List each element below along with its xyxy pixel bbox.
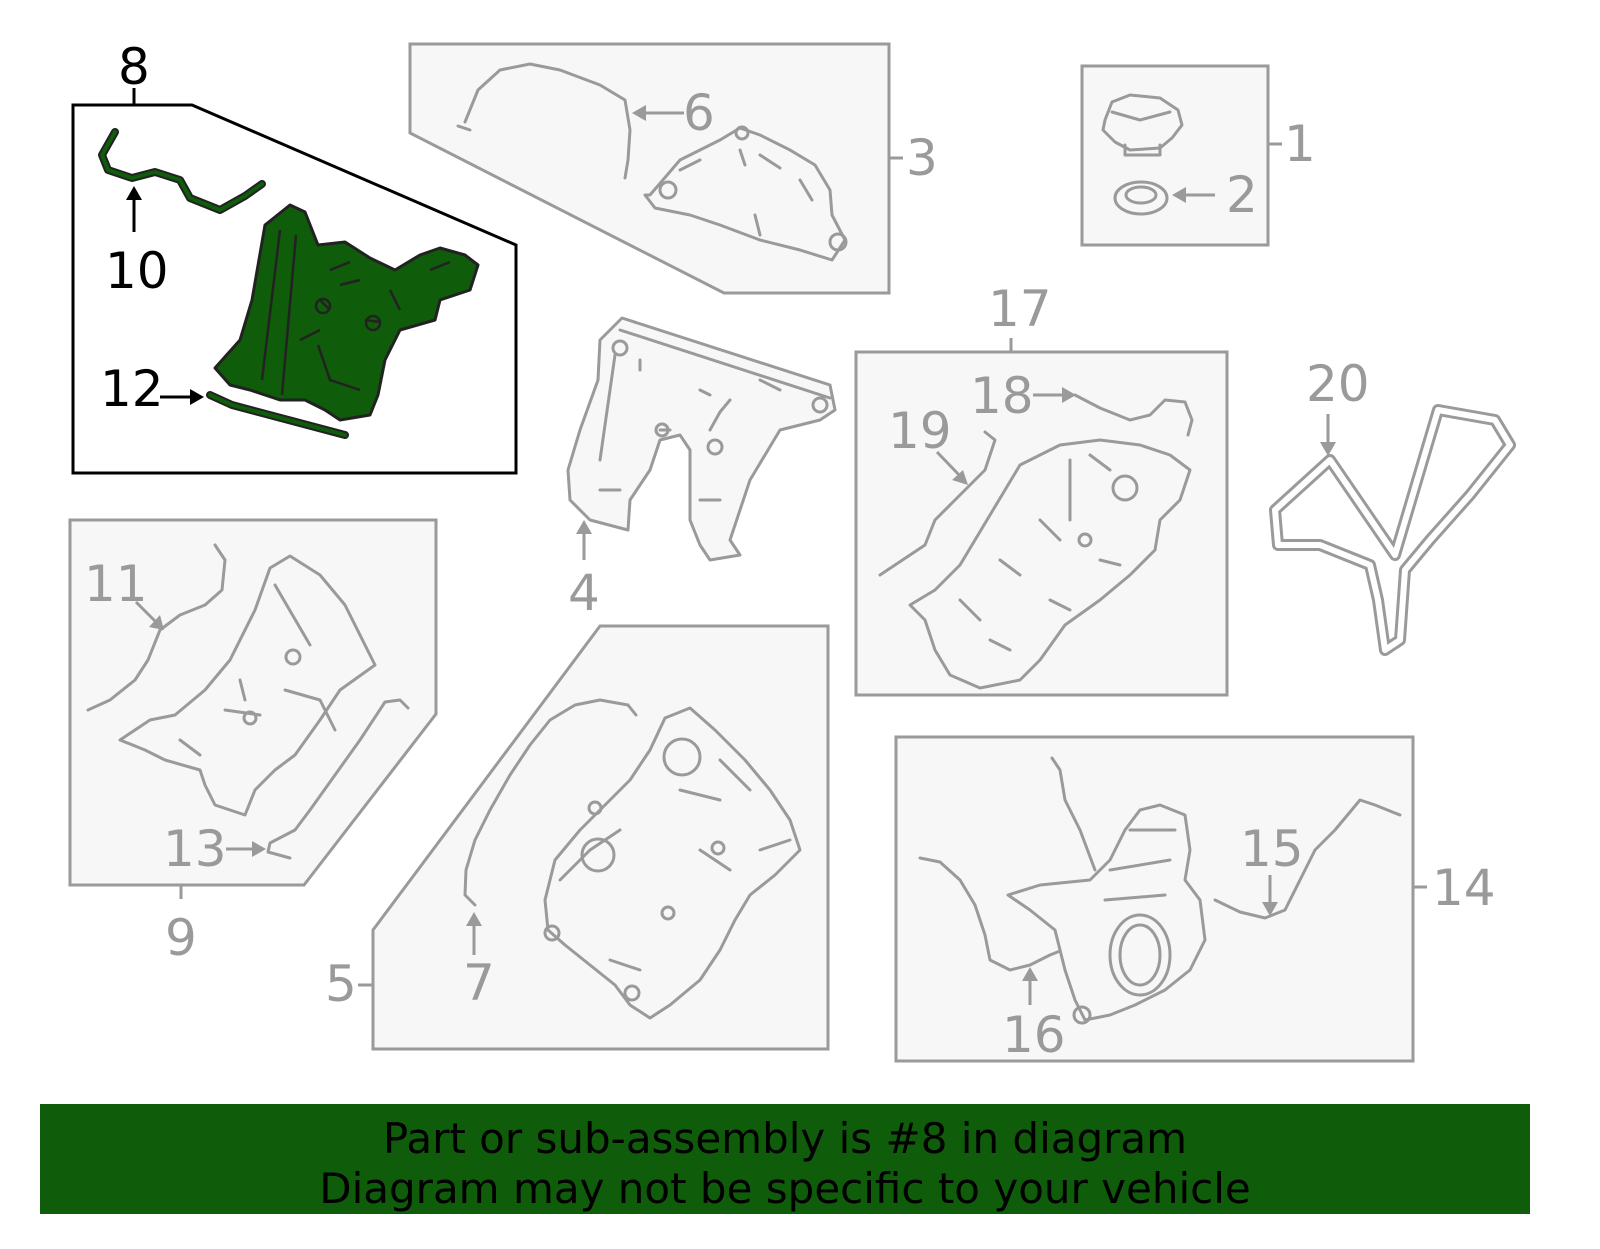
callout-16: 16 (1002, 1006, 1066, 1064)
callout-4: 4 (568, 564, 600, 622)
callout-11: 11 (84, 555, 148, 613)
callout-17: 17 (988, 280, 1052, 338)
banner-line-1: Part or sub-assembly is #8 in diagram (382, 1114, 1188, 1163)
part-4[interactable] (566, 316, 837, 562)
callout-8: 8 (118, 38, 150, 96)
callout-19: 19 (888, 402, 952, 460)
callout-1: 1 (1284, 115, 1316, 173)
callout-6: 6 (683, 84, 715, 142)
callout-9: 9 (165, 909, 197, 967)
banner-line-2: Diagram may not be specific to your vehi… (319, 1164, 1251, 1213)
group-17[interactable] (854, 338, 1229, 697)
callout-20: 20 (1306, 355, 1370, 413)
callout-3: 3 (906, 129, 938, 187)
callout-15: 15 (1240, 820, 1304, 878)
callout-18: 18 (970, 367, 1034, 425)
group-9[interactable] (68, 518, 438, 899)
callout-13: 13 (163, 820, 227, 878)
callout-12: 12 (100, 360, 164, 418)
callout-14: 14 (1432, 859, 1496, 917)
group-3[interactable] (408, 42, 903, 295)
callout-10: 10 (105, 242, 169, 300)
callout-2: 2 (1226, 166, 1258, 224)
callout-5: 5 (325, 955, 357, 1013)
group-14[interactable] (894, 735, 1427, 1063)
part-20[interactable] (1269, 404, 1516, 656)
group-1[interactable] (1080, 64, 1282, 247)
callout-7: 7 (463, 954, 495, 1012)
group-5[interactable] (358, 624, 830, 1051)
group-8-highlighted[interactable] (71, 88, 518, 475)
info-banner: Part or sub-assembly is #8 in diagram Di… (40, 1104, 1530, 1214)
